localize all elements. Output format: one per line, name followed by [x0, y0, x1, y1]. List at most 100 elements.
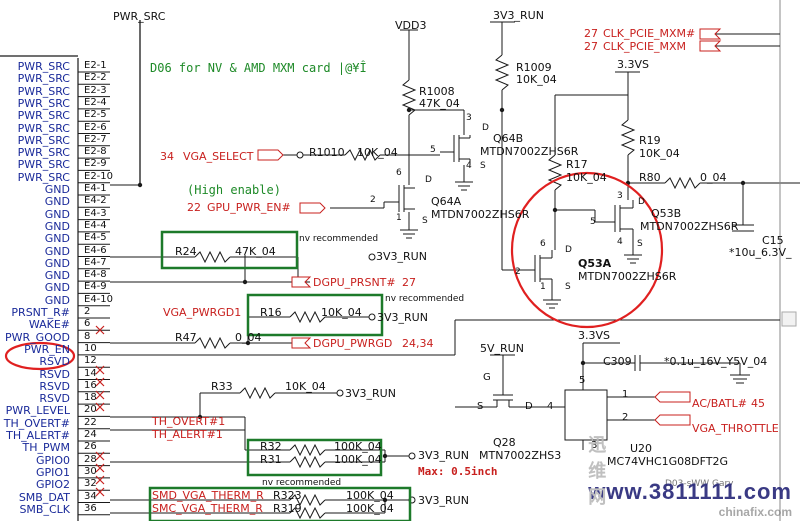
connector-signal-label: PWR_SRC [17, 96, 70, 110]
r32-val: 100K_04 [334, 440, 382, 453]
connector-pin-number: E2-4 [84, 96, 107, 108]
q64a-pin-2g: 2 [370, 195, 376, 205]
connector-pin-number: 34 [84, 490, 97, 502]
watermark-site: chinafix.com [718, 505, 792, 519]
connector-pin-lines [78, 71, 110, 516]
q64b-pin-s: S [480, 161, 486, 171]
connector-signal-label: PWR_LEVEL [5, 404, 70, 418]
q53a-pin-s: S [565, 282, 571, 292]
q53a-pin-2g: 2 [515, 267, 521, 277]
net-vga-select-ref: 34 [160, 150, 174, 163]
connector-signal-label: GPIO0 [35, 453, 70, 467]
q53b-pin-3: 3 [617, 191, 623, 201]
r80-ref: R80 [639, 171, 661, 184]
q53a-pin-d: D [565, 245, 572, 255]
r323-ref: R323 [273, 489, 302, 502]
note-high-enable: (High enable) [187, 183, 281, 197]
q53b-pin-s: S [637, 239, 643, 249]
net-clk-pcie-mxm: CLK_PCIE_MXM [603, 40, 687, 53]
q53b-pin-5g: 5 [590, 217, 596, 227]
connector-signal-label: GND [44, 256, 70, 270]
connector-signal-label: RSVD [39, 367, 70, 381]
rail-3-3vs: 3.3VS [617, 58, 650, 71]
r31-ref: R31 [260, 453, 282, 466]
net-vga-pwrgd1: VGA_PWRGD1 [163, 306, 242, 319]
r32-ref: R32 [260, 440, 282, 453]
green-highlight-boxes [148, 230, 412, 521]
note-max-length: Max: 0.5inch [418, 465, 498, 478]
net-dgpu-pwrgd: DGPU_PWRGD [313, 337, 393, 350]
net-ac-batl-ref: 45 [751, 397, 765, 410]
connector-pin-number: E2-6 [84, 121, 107, 133]
u20-pin-5: 5 [579, 375, 586, 386]
rail-3v3-run-b: 3V3_RUN [377, 311, 428, 324]
connector-signal-label: TH_OVERT# [3, 416, 70, 430]
q53b-pin-d: D [638, 197, 645, 207]
connector-signal-label: PWR_SRC [17, 133, 70, 147]
connector-pin-number: E4-3 [84, 207, 107, 219]
q64b-pin-d: D [482, 123, 489, 133]
note-d06: D06 for NV & AMD MXM card |@¥Î [150, 61, 367, 75]
q64b-part: MTDN7002ZHS6R [480, 145, 579, 158]
watermark-url: www.3811111.com [588, 479, 792, 504]
net-clk-pcie-mxm-ref: 27 [584, 40, 598, 53]
connector-pin-number: E4-1 [84, 183, 107, 194]
rail-pwr-src: PWR_SRC [113, 10, 166, 23]
connector-signal-label: PWR_SRC [17, 146, 70, 160]
connector-signal-label: GND [44, 281, 70, 295]
r31-val: 100K_04 [334, 453, 382, 466]
connector-pin-number: E4-5 [84, 232, 107, 244]
connector-pin-number: 20 [84, 404, 97, 416]
q53a-ref: Q53A [578, 257, 612, 270]
u20-pin-2: 2 [622, 412, 629, 423]
connector-signal-label: GND [44, 244, 70, 258]
connector-signal-label: RSVD [39, 379, 70, 393]
u20-pin-4: 4 [547, 401, 554, 412]
connector-signal-label: GPIO2 [35, 478, 70, 492]
connector-pin-number: E2-7 [84, 133, 107, 145]
connector-signal-label: TH_ALERT# [6, 429, 70, 442]
connector-pin-number: 2 [84, 306, 91, 317]
connector-pin-number: 32 [84, 478, 97, 490]
q53b-part: MTDN7002ZHS6R [640, 220, 739, 233]
connector-pin-number: E4-9 [84, 281, 107, 293]
connector-signal-label: GND [44, 183, 70, 196]
net-ac-batl: AC/BATL# [692, 397, 747, 410]
connector-pin-number: 30 [84, 465, 97, 477]
net-clk-pcie-mxm-n: CLK_PCIE_MXM# [603, 27, 696, 40]
r19-ref: R19 [639, 134, 661, 147]
net-th-alert1: TH_ALERT#1 [152, 428, 223, 441]
connector-pin-number: 10 [84, 342, 97, 354]
r33-ref: R33 [211, 380, 233, 393]
r1009-val: 10K_04 [516, 73, 557, 86]
q28-pin-d: D [525, 401, 533, 412]
connector-signal-label: PWR_EN [24, 342, 70, 356]
offpage-connectors [257, 28, 722, 426]
q28-pin-g: G [483, 372, 491, 383]
red-highlight-ellipses [4, 171, 664, 371]
r80-val: 0_04 [700, 171, 727, 184]
connector-signal-label: GND [44, 232, 70, 246]
connector-signal-label: WAKE# [28, 318, 70, 332]
net-vga-select: VGA_SELECT [183, 150, 254, 163]
connector-pin-number: 18 [84, 392, 97, 404]
connector-pin-number: 26 [84, 441, 97, 453]
q64a-pin-1: 1 [396, 213, 402, 223]
r24-ref: R24 [175, 245, 197, 258]
connector-signal-label: SMB_DAT [18, 490, 70, 504]
connector-signal-label: GND [44, 207, 70, 221]
connector-pin-number: 22 [84, 416, 97, 428]
connector-signal-label: PRSNT_R# [11, 306, 70, 319]
scroll-thumb[interactable] [781, 311, 797, 327]
net-clk-pcie-mxm-n-ref: 27 [584, 27, 598, 40]
q28-ref: Q28 [493, 436, 516, 449]
r24-val: 47K_04 [235, 245, 276, 258]
connector-pin-number: E2-10 [84, 170, 114, 182]
connector-pin-number: E4-8 [84, 269, 107, 281]
connector-signal-label: PWR_SRC [17, 109, 70, 123]
connector-signal-label: GND [44, 219, 70, 233]
connector-signal-label: PWR_SRC [17, 121, 70, 135]
junction-dots [137, 107, 746, 503]
